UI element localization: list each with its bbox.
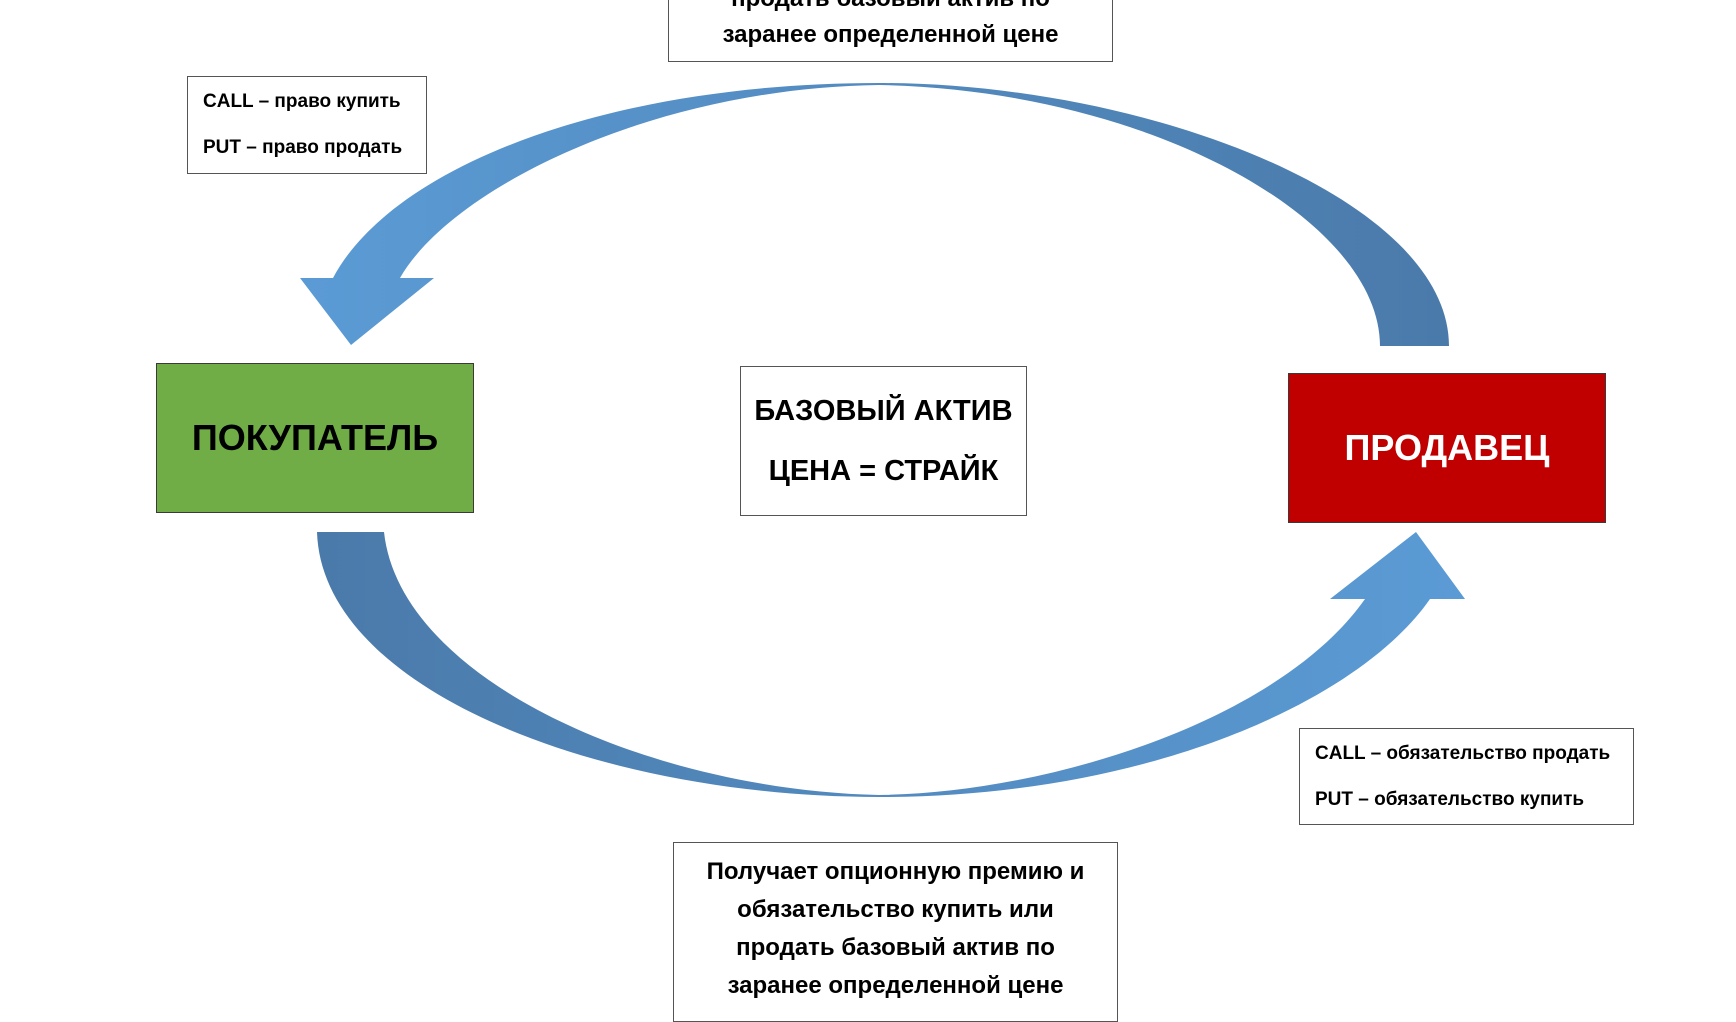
underlying-asset-box: БАЗОВЫЙ АКТИВ ЦЕНА = СТРАЙК bbox=[740, 366, 1027, 516]
put-right: PUT – право продать bbox=[203, 137, 403, 158]
text-line: Получает опционную премию и bbox=[706, 858, 1085, 885]
arrow-seller-to-buyer bbox=[300, 83, 1449, 346]
buyer-rights-box: CALL – право купить PUT – право продать bbox=[187, 76, 427, 174]
text-line: заранее определенной цене bbox=[727, 972, 1064, 999]
seller-description-box: Получает опционную премию и обязательств… bbox=[673, 842, 1118, 1022]
text-line: продать базовый актив по bbox=[736, 934, 1055, 961]
asset-title: БАЗОВЫЙ АКТИВ bbox=[754, 395, 1013, 427]
seller-label: ПРОДАВЕЦ bbox=[1344, 427, 1550, 468]
text-line: заранее определенной цене bbox=[722, 21, 1059, 48]
call-obligation: CALL – обязательство продать bbox=[1315, 742, 1611, 764]
arrow-buyer-to-seller bbox=[317, 532, 1465, 797]
buyer-box: ПОКУПАТЕЛЬ bbox=[156, 363, 474, 513]
call-right: CALL – право купить bbox=[203, 91, 401, 112]
seller-obligations-box: CALL – обязательство продать PUT – обяза… bbox=[1299, 728, 1634, 825]
buyer-label: ПОКУПАТЕЛЬ bbox=[191, 417, 439, 458]
buyer-description-box: продать базовый актив по заранее определ… bbox=[668, 0, 1113, 62]
text-line: продать базовый актив по bbox=[731, 0, 1050, 17]
seller-box: ПРОДАВЕЦ bbox=[1288, 373, 1606, 523]
asset-price: ЦЕНА = СТРАЙК bbox=[768, 455, 999, 487]
text-line: обязательство купить или bbox=[737, 896, 1054, 923]
put-obligation: PUT – обязательство купить bbox=[1315, 788, 1585, 810]
